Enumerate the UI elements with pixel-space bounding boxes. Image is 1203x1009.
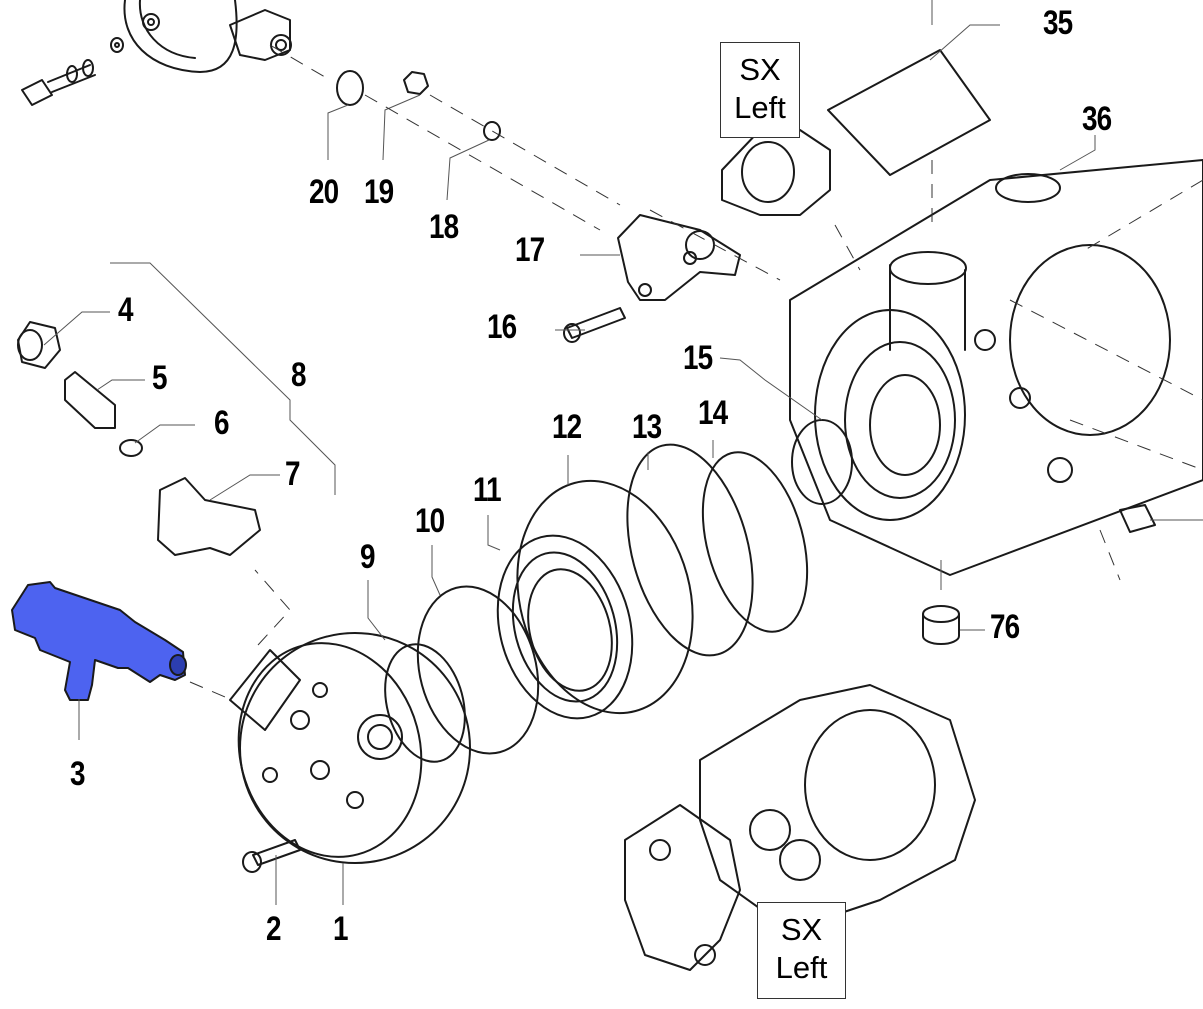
callout-8[interactable]: 8: [291, 356, 307, 394]
side-label-box-bottom: SX Left: [757, 902, 846, 999]
nut-4-shape: [17, 321, 61, 369]
washer-18-shape: [483, 121, 501, 141]
top-left-regulator-part: [21, 0, 292, 106]
o-ring-12-shape: [516, 479, 694, 715]
side-label-sx: SX: [780, 912, 823, 947]
callout-5[interactable]: 5: [152, 359, 168, 397]
o-ring-10-shape: [416, 585, 540, 755]
valve-head-cover-1-shape: [229, 632, 471, 864]
callout-4[interactable]: 4: [118, 291, 134, 329]
side-label-left: Left: [775, 950, 828, 985]
screw-16-shape: [566, 307, 626, 339]
pump-body-36-shape: [789, 159, 1203, 576]
fitting-5-shape: [64, 371, 116, 429]
screw-2-shape: [252, 839, 301, 866]
callout-6[interactable]: 6: [214, 404, 230, 442]
callout-16[interactable]: 16: [487, 308, 517, 346]
callout-18[interactable]: 18: [429, 208, 459, 246]
callout-3[interactable]: 3: [70, 755, 86, 793]
o-ring-9-shape: [384, 643, 466, 763]
callout-2[interactable]: 2: [266, 910, 282, 948]
callout-1[interactable]: 1: [333, 910, 349, 948]
o-ring-13-shape: [626, 443, 754, 657]
callout-36[interactable]: 36: [1082, 100, 1112, 138]
plug-76-shape: [922, 613, 960, 645]
side-label-sx: SX: [739, 52, 781, 87]
pressure-valve-tee-3-highlighted[interactable]: [11, 581, 187, 701]
callout-12[interactable]: 12: [552, 408, 582, 446]
nut-19-shape: [403, 71, 429, 95]
callout-13[interactable]: 13: [632, 408, 662, 446]
plug-side-shape: [1119, 504, 1156, 533]
tube-35-shape: [827, 49, 991, 176]
callout-35[interactable]: 35: [1043, 4, 1073, 42]
callout-7[interactable]: 7: [285, 455, 301, 493]
callout-76[interactable]: 76: [990, 608, 1020, 646]
gasket-bottom-shape: [624, 684, 976, 971]
side-label-box-top: SX Left: [720, 42, 800, 138]
callout-19[interactable]: 19: [364, 173, 394, 211]
side-label-left: Left: [734, 90, 786, 125]
callout-15[interactable]: 15: [683, 339, 713, 377]
callout-14[interactable]: 14: [698, 394, 728, 432]
flange-17-shape: [617, 214, 741, 301]
tap-valve-7-shape: [157, 477, 261, 556]
washer-6-shape: [119, 439, 143, 457]
callout-10[interactable]: 10: [415, 502, 445, 540]
o-ring-14-shape: [701, 451, 809, 633]
valve-seat-11-shape: [496, 534, 634, 720]
o-ring-20-shape: [336, 70, 364, 106]
callout-20[interactable]: 20: [309, 173, 339, 211]
callout-11[interactable]: 11: [473, 471, 502, 509]
callout-17[interactable]: 17: [515, 231, 545, 269]
callout-9[interactable]: 9: [360, 538, 376, 576]
